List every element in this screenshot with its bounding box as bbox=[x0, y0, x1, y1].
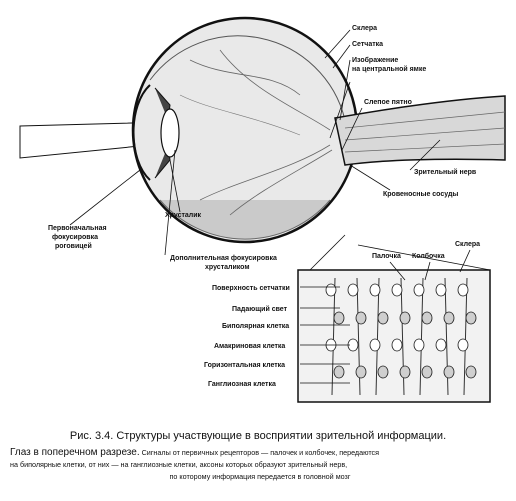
leader-lines bbox=[69, 29, 471, 384]
label-bipolar: Биполярная клетка bbox=[222, 323, 289, 330]
label-amacrine: Амакриновая клетка bbox=[214, 343, 285, 350]
figure-caption-title: Рис. 3.4. Структуры участвующие в воспри… bbox=[69, 430, 447, 442]
cell-column bbox=[435, 277, 455, 396]
cell-column bbox=[457, 277, 477, 396]
figure-caption-text: Глаз в поперечном разрезе. Сигналы от пе… bbox=[10, 447, 510, 483]
cell-column bbox=[369, 277, 389, 396]
label-extra-focus-2: хрусталиком bbox=[205, 264, 250, 271]
label-ganglion: Ганглиозная клетка bbox=[208, 381, 276, 388]
caption-line-1: Сигналы от первичных рецепторов — палоче… bbox=[141, 448, 380, 457]
label-image-2: на центральной ямке bbox=[352, 65, 426, 73]
caption-lead: Глаз в поперечном разрезе. bbox=[10, 447, 140, 458]
cell-column bbox=[413, 277, 433, 396]
lens bbox=[160, 108, 180, 158]
label-retina: Сетчатка bbox=[352, 41, 383, 48]
label-optic-nerve: Зрительный нерв bbox=[414, 168, 477, 176]
optic-nerve bbox=[334, 95, 506, 166]
retina-cells bbox=[325, 277, 477, 396]
label-rod: Палочка bbox=[372, 253, 401, 260]
label-horizontal: Горизонтальная клетка bbox=[204, 362, 285, 369]
label-primary-focus-2: фокусировка bbox=[52, 234, 98, 241]
cell-column bbox=[347, 277, 367, 396]
cell-column bbox=[391, 277, 411, 396]
label-primary-focus-3: роговицей bbox=[55, 242, 92, 250]
label-lens: Хрусталик bbox=[165, 212, 202, 219]
caption-line-3: по которому информация передается в голо… bbox=[169, 472, 351, 481]
label-sclera: Склера bbox=[352, 25, 377, 32]
label-image-1: Изображение bbox=[352, 56, 398, 64]
front-of-eye bbox=[132, 84, 180, 181]
label-blood-vessels: Кровеносные сосуды bbox=[383, 191, 458, 198]
label-retina-surface: Поверхность сетчатки bbox=[212, 285, 290, 292]
label-primary-focus-1: Первоначальная bbox=[48, 225, 107, 232]
label-blind-spot: Слепое пятно bbox=[364, 99, 412, 106]
caption-line-2: на биполярные клетки, от них — на гангли… bbox=[10, 460, 348, 469]
label-extra-focus-1: Дополнительная фокусировка bbox=[170, 255, 277, 262]
label-incident-light: Падающий свет bbox=[232, 305, 288, 313]
label-sclera-inset: Склера bbox=[455, 241, 480, 248]
labels: Склера Сетчатка Изображение на центральн… bbox=[48, 25, 480, 388]
eye-diagram: Склера Сетчатка Изображение на центральн… bbox=[19, 16, 506, 403]
label-cone: Колбочка bbox=[412, 252, 445, 260]
retina-inset bbox=[297, 234, 491, 403]
